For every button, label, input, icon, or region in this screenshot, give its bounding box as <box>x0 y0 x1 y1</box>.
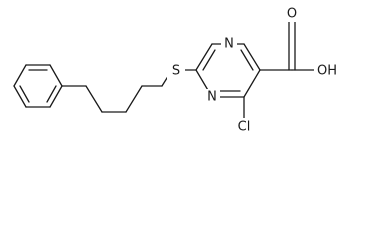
bond <box>85 85 103 113</box>
double-bond-inner <box>46 85 57 103</box>
double-bond-inner <box>19 85 30 103</box>
bond <box>195 43 213 71</box>
sulfur-label: S <box>172 64 180 79</box>
nitrogen-label-lower: N <box>207 90 217 105</box>
double-bond-inner <box>240 49 254 71</box>
bond <box>243 43 261 71</box>
bond <box>49 64 63 87</box>
nitrogen-label-upper: N <box>224 37 234 52</box>
chemical-structure: S N N O OH Cl <box>13 6 340 135</box>
hydroxyl-label: OH <box>317 64 337 79</box>
oxygen-label: O <box>287 7 297 22</box>
bond <box>125 85 143 113</box>
bond <box>243 69 261 98</box>
double-bond-inner <box>202 49 216 71</box>
bond <box>13 85 27 108</box>
chlorine-label: Cl <box>238 120 251 135</box>
phenyl-ring <box>13 64 63 108</box>
bond <box>13 64 27 87</box>
carboxylic-acid-group <box>259 19 319 71</box>
bond <box>49 85 63 108</box>
atom-labels: S N N O OH Cl <box>167 6 340 135</box>
